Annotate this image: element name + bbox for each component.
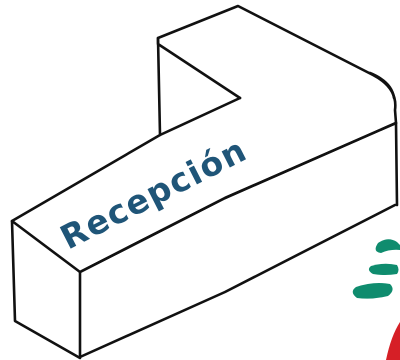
desk-inner-corner bbox=[158, 96, 242, 137]
desk-right-curve-edge bbox=[394, 121, 399, 207]
footprints-icon bbox=[352, 239, 400, 299]
desk-front-bottom-edge bbox=[78, 203, 397, 359]
desk-outline bbox=[10, 4, 399, 360]
red-arc bbox=[386, 322, 400, 360]
footprint-middle bbox=[368, 263, 399, 275]
desk-inner-step bbox=[156, 36, 242, 100]
footprint-upper bbox=[375, 239, 400, 253]
reception-label: Recepción bbox=[54, 130, 253, 257]
desk-sketch-mark bbox=[368, 71, 396, 100]
desk-front-top-edge bbox=[78, 121, 398, 274]
desk-front-left-edge bbox=[10, 219, 82, 360]
footprint-lower bbox=[352, 283, 393, 299]
